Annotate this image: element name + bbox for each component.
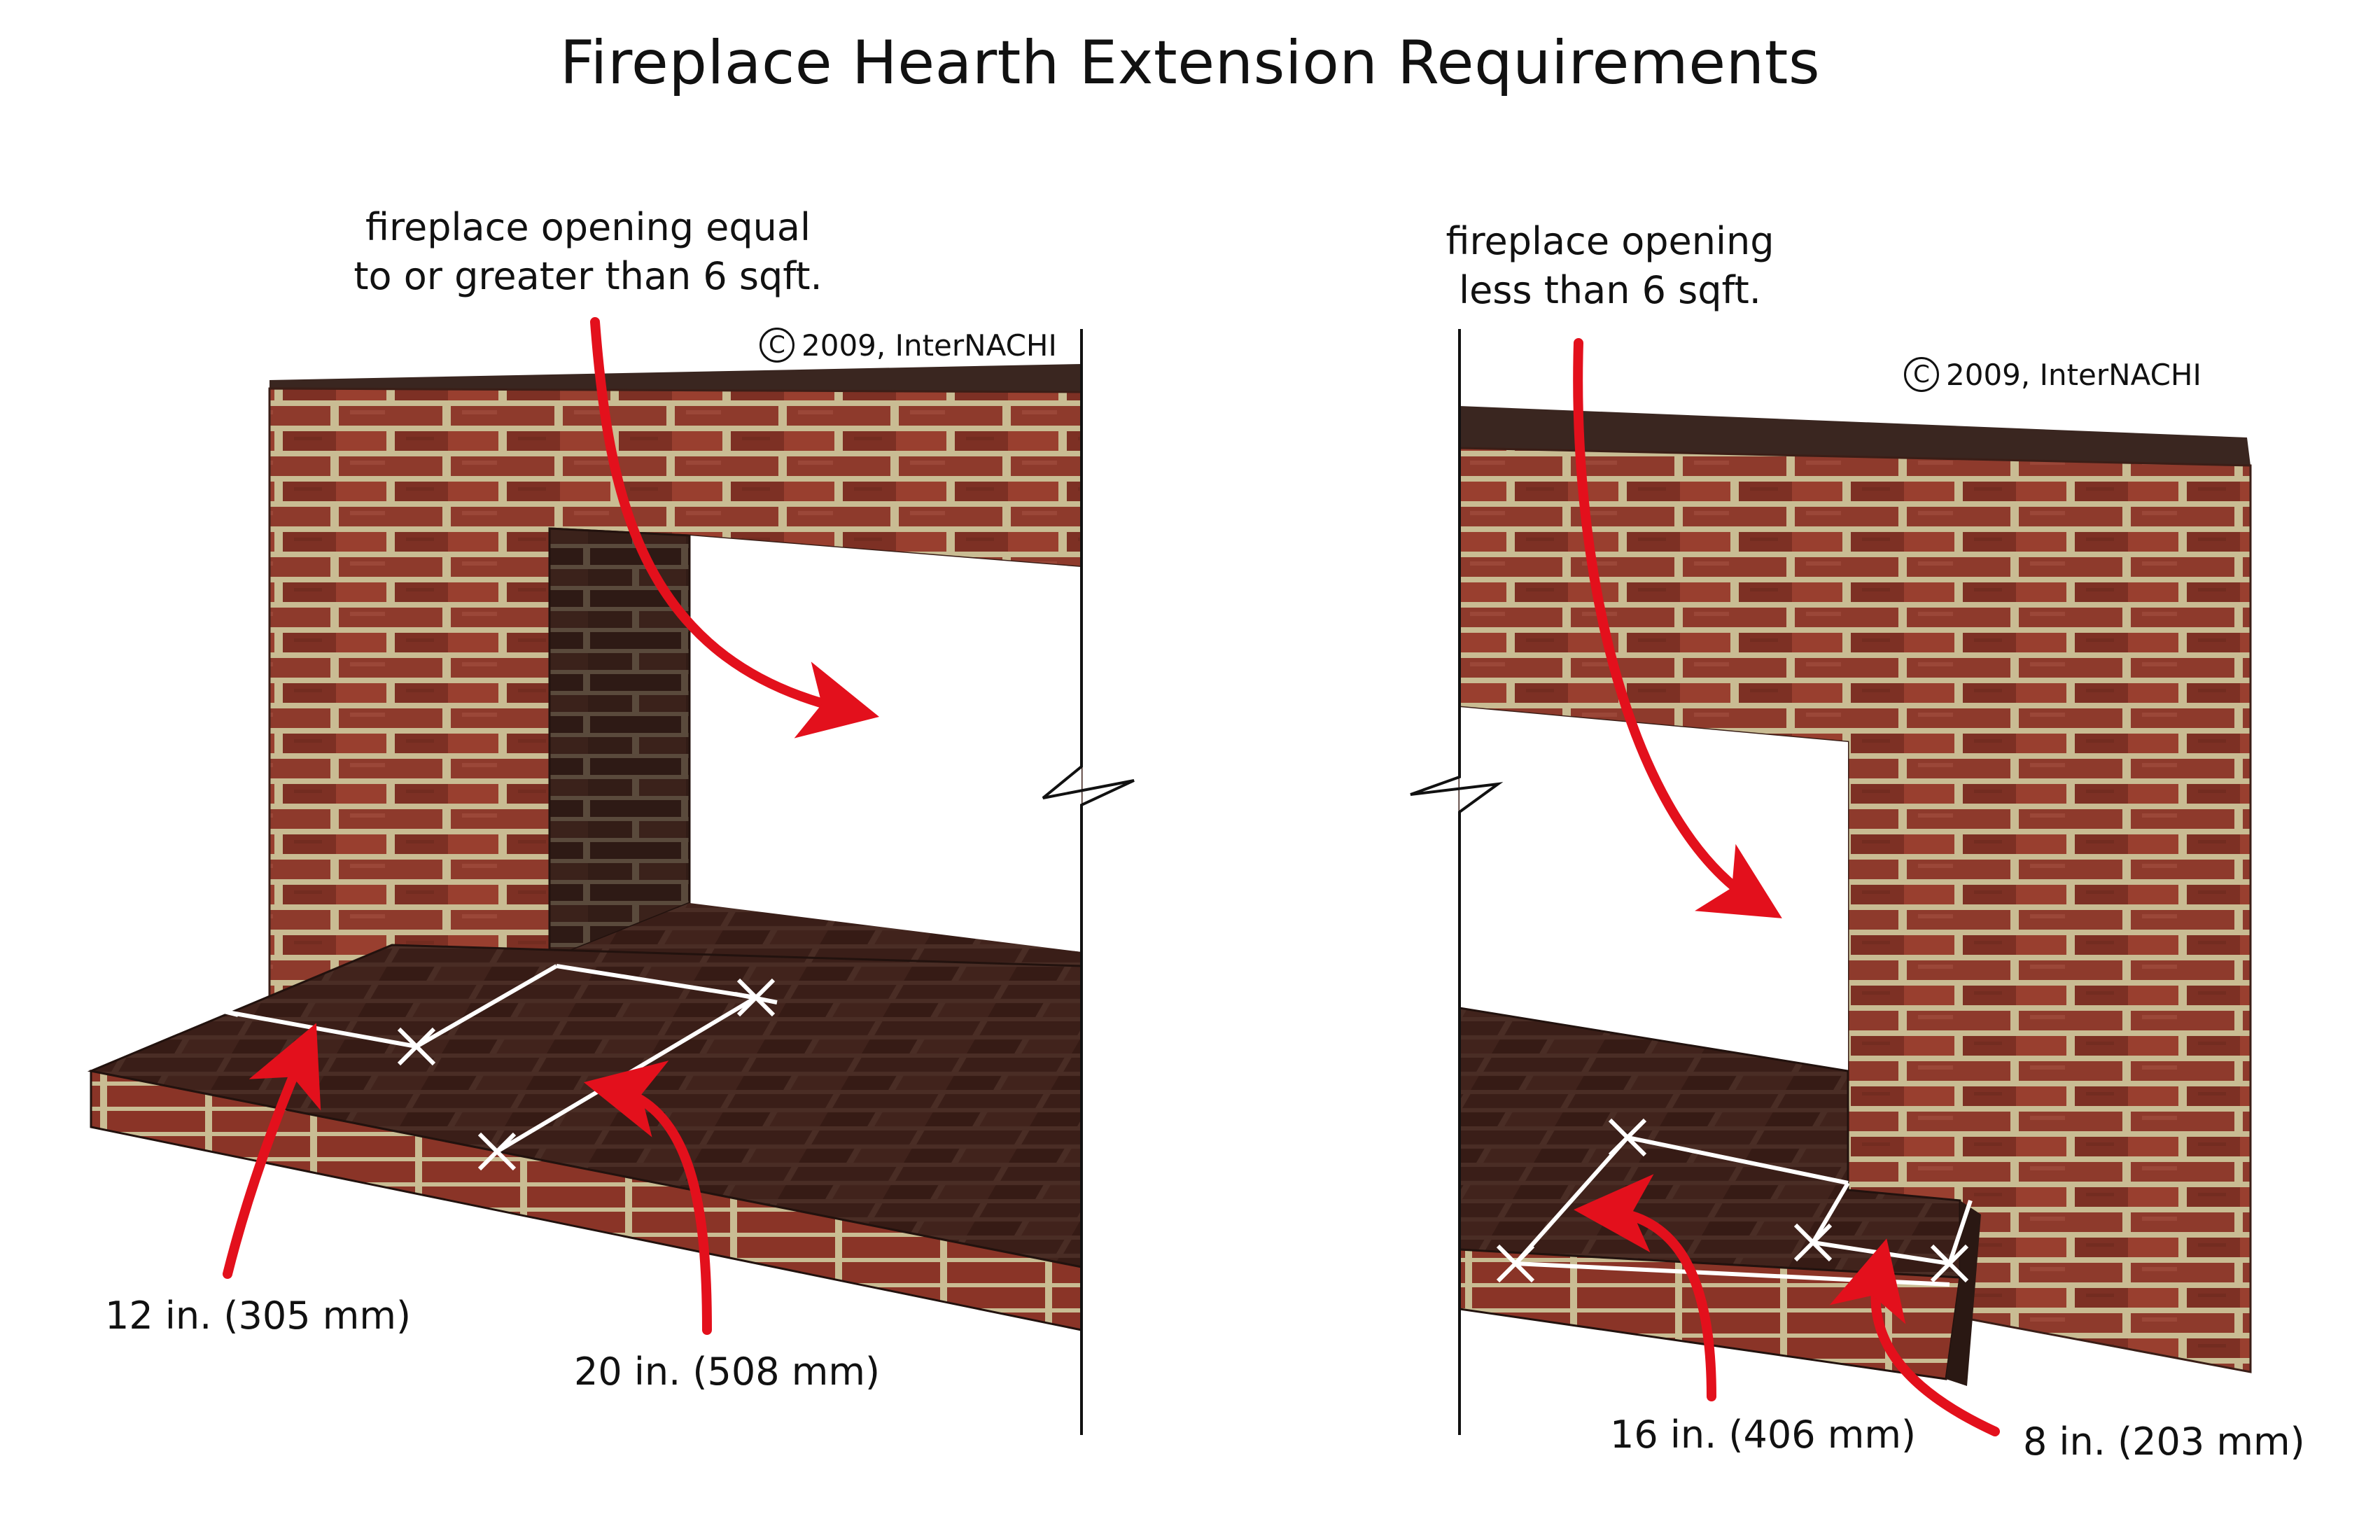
right-dim-end-line xyxy=(1947,1200,1973,1264)
right-dim-front-line xyxy=(1513,1136,1630,1265)
right-fireplace xyxy=(1410,329,2252,1435)
right-opening-label-line2: less than 6 sqft. xyxy=(1459,268,1761,312)
left-copyright: C 2009, InterNACHI xyxy=(760,328,1057,363)
right-copyright-text: 2009, InterNACHI xyxy=(1946,357,2202,392)
left-copyright-text: 2009, InterNACHI xyxy=(802,328,1057,363)
right-dim-side-arrow xyxy=(1829,1238,2000,1436)
right-break-line xyxy=(1410,329,1504,1435)
left-dim-side-label: 12 in. (305 mm) xyxy=(105,1294,412,1338)
right-hearth-end xyxy=(1946,1200,1981,1386)
right-dim-front-label: 16 in. (406 mm) xyxy=(1610,1413,1917,1457)
left-arrows xyxy=(223,317,880,1335)
left-opening-label-line2: to or greater than 6 sqft. xyxy=(354,254,822,298)
left-dim-depth-line xyxy=(415,964,558,1049)
left-fireplace xyxy=(87,329,1135,1435)
left-opening-label: fireplace opening equal to or greater th… xyxy=(343,203,833,301)
right-arrows xyxy=(1573,338,2000,1436)
left-top-cap xyxy=(270,364,1082,392)
right-fireplace-opening xyxy=(1460,707,1848,1071)
left-break-line xyxy=(1042,329,1135,1435)
left-copyright-symbol: C xyxy=(760,328,794,363)
right-dim-back-line xyxy=(1627,1135,1849,1185)
left-opening-label-line1: fireplace opening equal xyxy=(365,205,811,249)
diagram-title: Fireplace Hearth Extension Requirements xyxy=(559,28,1821,98)
left-dim-back-line xyxy=(556,964,757,1000)
left-dim-front-arrow xyxy=(583,1060,712,1335)
right-opening-arrow xyxy=(1573,338,1782,918)
right-opening-label: fireplace opening less than 6 sqft. xyxy=(1372,217,1848,315)
right-copyright-symbol: C xyxy=(1904,357,1939,392)
right-opening-label-line1: fireplace opening xyxy=(1446,219,1774,263)
left-fireplace-opening xyxy=(690,536,1082,952)
left-dim-ticks xyxy=(209,978,778,1171)
right-dim-inner-line xyxy=(1811,1182,1850,1244)
left-opening-arrow xyxy=(590,317,880,738)
right-dim-side-label: 8 in. (203 mm) xyxy=(2023,1420,2305,1464)
left-dim-side-arrow xyxy=(223,1023,321,1279)
left-dim-front-label: 20 in. (508 mm) xyxy=(574,1350,881,1394)
right-dim-front-arrow xyxy=(1574,1174,1716,1401)
right-top-cap xyxy=(1460,406,2250,465)
right-dim-ticks xyxy=(1496,1118,1969,1283)
right-copyright: C 2009, InterNACHI xyxy=(1904,357,2202,392)
